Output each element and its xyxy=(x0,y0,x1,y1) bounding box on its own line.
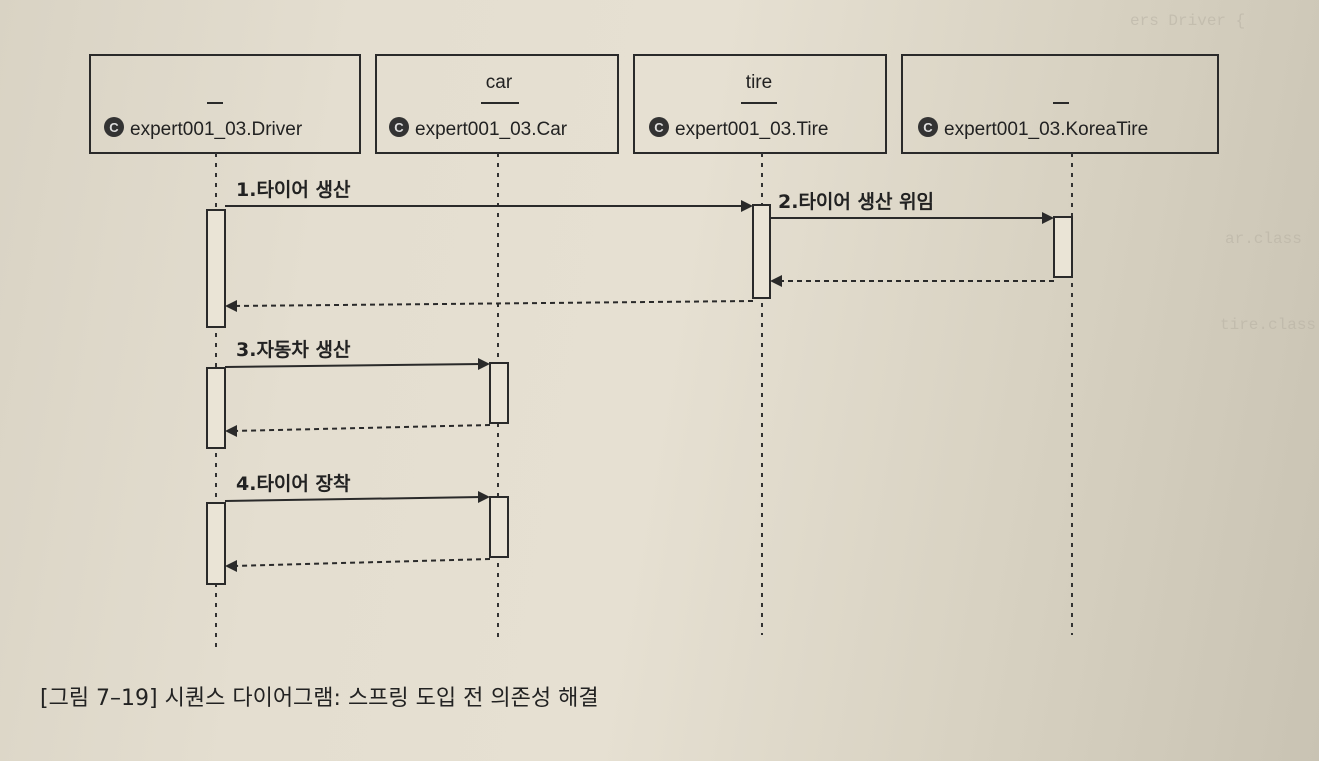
activation-driver-1 xyxy=(206,209,226,328)
participant-name: expert001_03.Driver xyxy=(130,119,303,140)
message-label-4: 4.타이어 장착 xyxy=(236,473,351,495)
participant-role: car xyxy=(486,72,513,93)
participant-name: expert001_03.KoreaTire xyxy=(944,119,1148,140)
return-arrow-3 xyxy=(232,424,491,432)
svg-text:C: C xyxy=(109,120,119,135)
participant-koreatire: C expert001_03.KoreaTire xyxy=(901,54,1219,154)
activation-driver-2 xyxy=(206,367,226,449)
return-arrow-4 xyxy=(232,558,491,567)
background-code-text: tire.class xyxy=(1220,316,1317,334)
background-code-text: ers Driver { xyxy=(1130,12,1246,30)
background-code-text: ar.class xyxy=(1225,230,1302,248)
lifelines xyxy=(215,153,1073,650)
return-arrow-1 xyxy=(232,300,754,307)
svg-text:C: C xyxy=(394,120,404,135)
message-label-3: 3.자동차 생산 xyxy=(236,339,351,361)
activation-car-1 xyxy=(489,362,509,424)
participant-role: tire xyxy=(746,72,772,93)
svg-text:C: C xyxy=(923,120,933,135)
participant-name: expert001_03.Car xyxy=(415,119,568,140)
activation-koreatire xyxy=(1053,216,1073,278)
messages xyxy=(224,200,1054,572)
activation-bars xyxy=(206,204,1073,585)
activation-tire xyxy=(752,204,771,299)
class-c-icon xyxy=(918,117,938,137)
svg-text:C: C xyxy=(654,120,664,135)
message-arrow-3 xyxy=(224,363,483,368)
participant-name: expert001_03.Tire xyxy=(675,119,829,140)
message-label-1: 1.타이어 생산 xyxy=(236,179,351,201)
figure-caption: [그림 7–19] 시퀀스 다이어그램: 스프링 도입 전 의존성 해결 xyxy=(40,686,599,711)
class-c-icon xyxy=(104,117,124,137)
participant-driver: C expert001_03.Driver xyxy=(89,54,361,154)
participant-car: car C expert001_03.Car xyxy=(375,54,619,154)
activation-car-2 xyxy=(489,496,509,558)
message-labels: 1.타이어 생산 2.타이어 생산 위임 3.자동차 생산 4.타이어 장착 xyxy=(236,179,934,495)
participant-tire: tire C expert001_03.Tire xyxy=(633,54,887,154)
message-label-2: 2.타이어 생산 위임 xyxy=(778,191,934,213)
activation-driver-3 xyxy=(206,502,226,585)
message-arrow-4 xyxy=(224,496,483,502)
class-c-icon xyxy=(649,117,669,137)
class-c-icon xyxy=(389,117,409,137)
